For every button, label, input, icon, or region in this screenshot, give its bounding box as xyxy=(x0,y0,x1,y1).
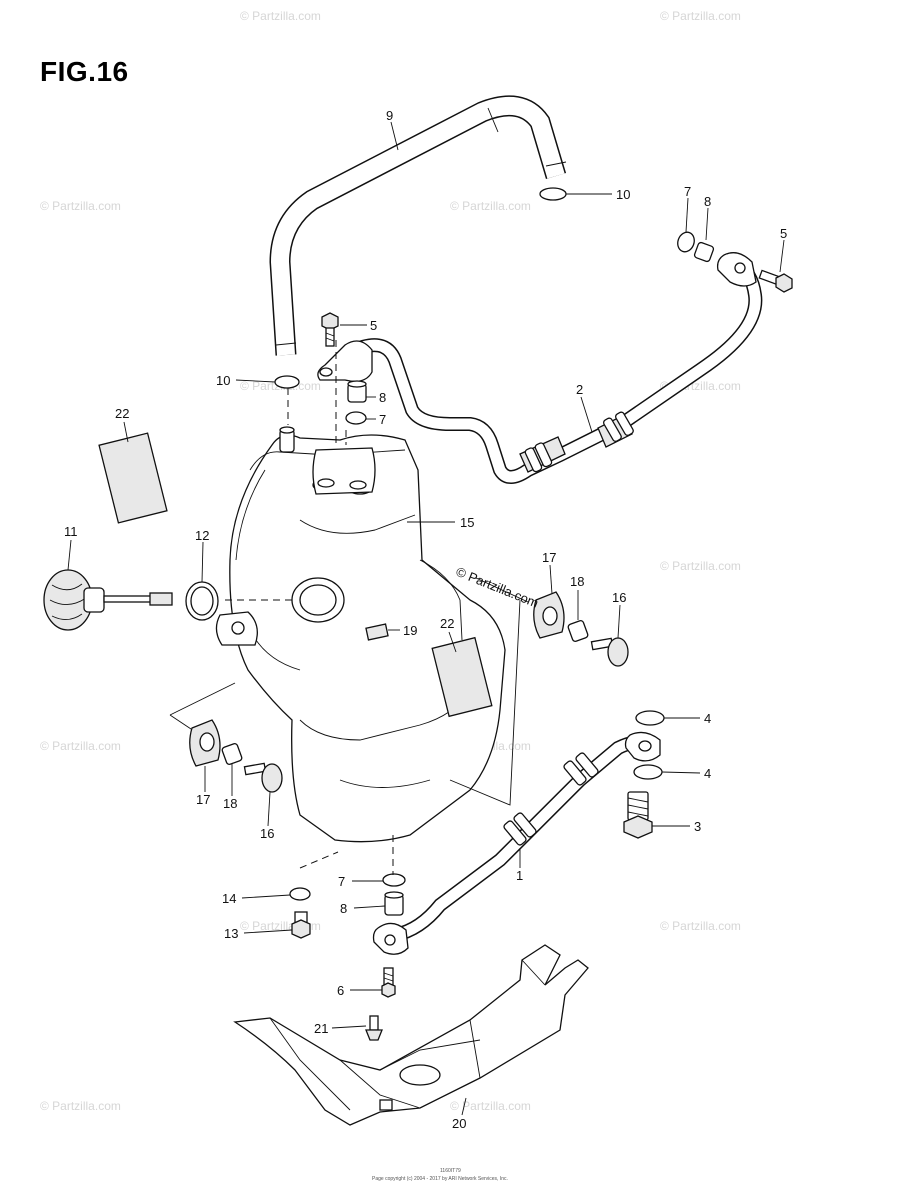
spacer-part xyxy=(221,743,243,765)
skid-plate-part xyxy=(233,944,589,1126)
rubber-mount-part xyxy=(533,591,565,639)
part-number-label: 18 xyxy=(570,574,584,589)
o-ring-part xyxy=(677,231,695,253)
collar-part xyxy=(693,241,715,263)
union-bolt-part xyxy=(623,791,653,839)
part-number-label: 13 xyxy=(224,926,238,941)
caution-label-part xyxy=(98,432,168,524)
collar-part xyxy=(384,891,404,916)
part-number-label: 10 xyxy=(216,373,230,388)
label-leaders xyxy=(67,121,785,1116)
part-number-label: 20 xyxy=(452,1116,466,1131)
fuel-hose-lower-part xyxy=(372,731,661,955)
watermark: © Partzilla.com xyxy=(40,1099,121,1113)
part-number-label: 17 xyxy=(196,792,210,807)
part-number-label: 4 xyxy=(704,766,711,781)
watermark: © Partzilla.com xyxy=(660,919,741,933)
watermark: © Partzilla.com xyxy=(450,199,531,213)
push-rivet-part xyxy=(365,1015,383,1041)
washer-part xyxy=(289,887,311,901)
footer-code: 1160IT79 xyxy=(440,1168,461,1174)
part-number-label: 21 xyxy=(314,1021,328,1036)
watermark: © Partzilla.com xyxy=(660,559,741,573)
part-number-label: 15 xyxy=(460,515,474,530)
part-number-label: 2 xyxy=(576,382,583,397)
bolt-part xyxy=(381,967,396,998)
rubber-mount-part xyxy=(189,719,221,767)
part-number-label: 19 xyxy=(403,623,417,638)
bolt-part xyxy=(590,637,629,667)
part-number-label: 4 xyxy=(704,711,711,726)
o-ring-part xyxy=(345,411,367,425)
bolt-part xyxy=(291,911,311,939)
watermark: © Partzilla.com xyxy=(240,9,321,23)
o-ring-part xyxy=(382,873,406,887)
part-number-label: 18 xyxy=(223,796,237,811)
watermark: © Partzilla.com xyxy=(450,1099,531,1113)
fuel-tank-part xyxy=(215,426,506,843)
bolt-part xyxy=(758,269,793,293)
part-number-label: 22 xyxy=(115,406,129,421)
leader-dash xyxy=(299,851,339,869)
part-number-label: 7 xyxy=(684,184,691,199)
part-number-label: 8 xyxy=(704,194,711,209)
cap-gasket-inner xyxy=(190,586,214,616)
fuel-cap-part xyxy=(43,569,173,631)
part-number-label: 7 xyxy=(379,412,386,427)
assembly-line xyxy=(449,599,521,806)
bolt-part xyxy=(243,762,283,793)
part-number-label: 3 xyxy=(694,819,701,834)
caution-label-part xyxy=(431,636,493,718)
watermark: © Partzilla.com xyxy=(40,199,121,213)
part-number-label: 12 xyxy=(195,528,209,543)
watermark: © Partzilla.com xyxy=(40,739,121,753)
part-number-label: 11 xyxy=(64,524,78,539)
part-number-label: 5 xyxy=(780,226,787,241)
part-number-label: 16 xyxy=(260,826,274,841)
part-number-label: 8 xyxy=(340,901,347,916)
fuel-hose-upper-part xyxy=(317,252,763,484)
part-number-labels: 9 10 7 8 5 5 10 8 7 2 22 15 11 12 17 18 … xyxy=(64,108,787,1131)
spacer-part xyxy=(567,620,589,642)
part-number-label: 10 xyxy=(616,187,630,202)
hose-clip-part xyxy=(539,187,567,201)
collar-part xyxy=(347,380,367,403)
part-number-label: 5 xyxy=(370,318,377,333)
part-number-label: 22 xyxy=(440,616,454,631)
label-decal-part xyxy=(365,623,389,641)
washer-part xyxy=(635,710,665,726)
part-number-label: 14 xyxy=(222,891,236,906)
part-number-label: 6 xyxy=(337,983,344,998)
bolt-part xyxy=(321,312,339,347)
part-number-label: 1 xyxy=(516,868,523,883)
watermark: © Partzilla.com xyxy=(660,9,741,23)
assembly-line xyxy=(169,682,236,716)
part-number-label: 9 xyxy=(386,108,393,123)
breather-hose-part xyxy=(269,95,567,356)
hose-clip-part xyxy=(274,375,300,389)
part-number-label: 16 xyxy=(612,590,626,605)
part-number-label: 7 xyxy=(338,874,345,889)
footer-copyright: Page copyright (c) 2004 - 2017 by ARI Ne… xyxy=(372,1176,508,1182)
figure-title: FIG.16 xyxy=(40,56,129,87)
washer-part xyxy=(633,764,663,780)
part-number-label: 8 xyxy=(379,390,386,405)
part-number-label: 17 xyxy=(542,550,556,565)
